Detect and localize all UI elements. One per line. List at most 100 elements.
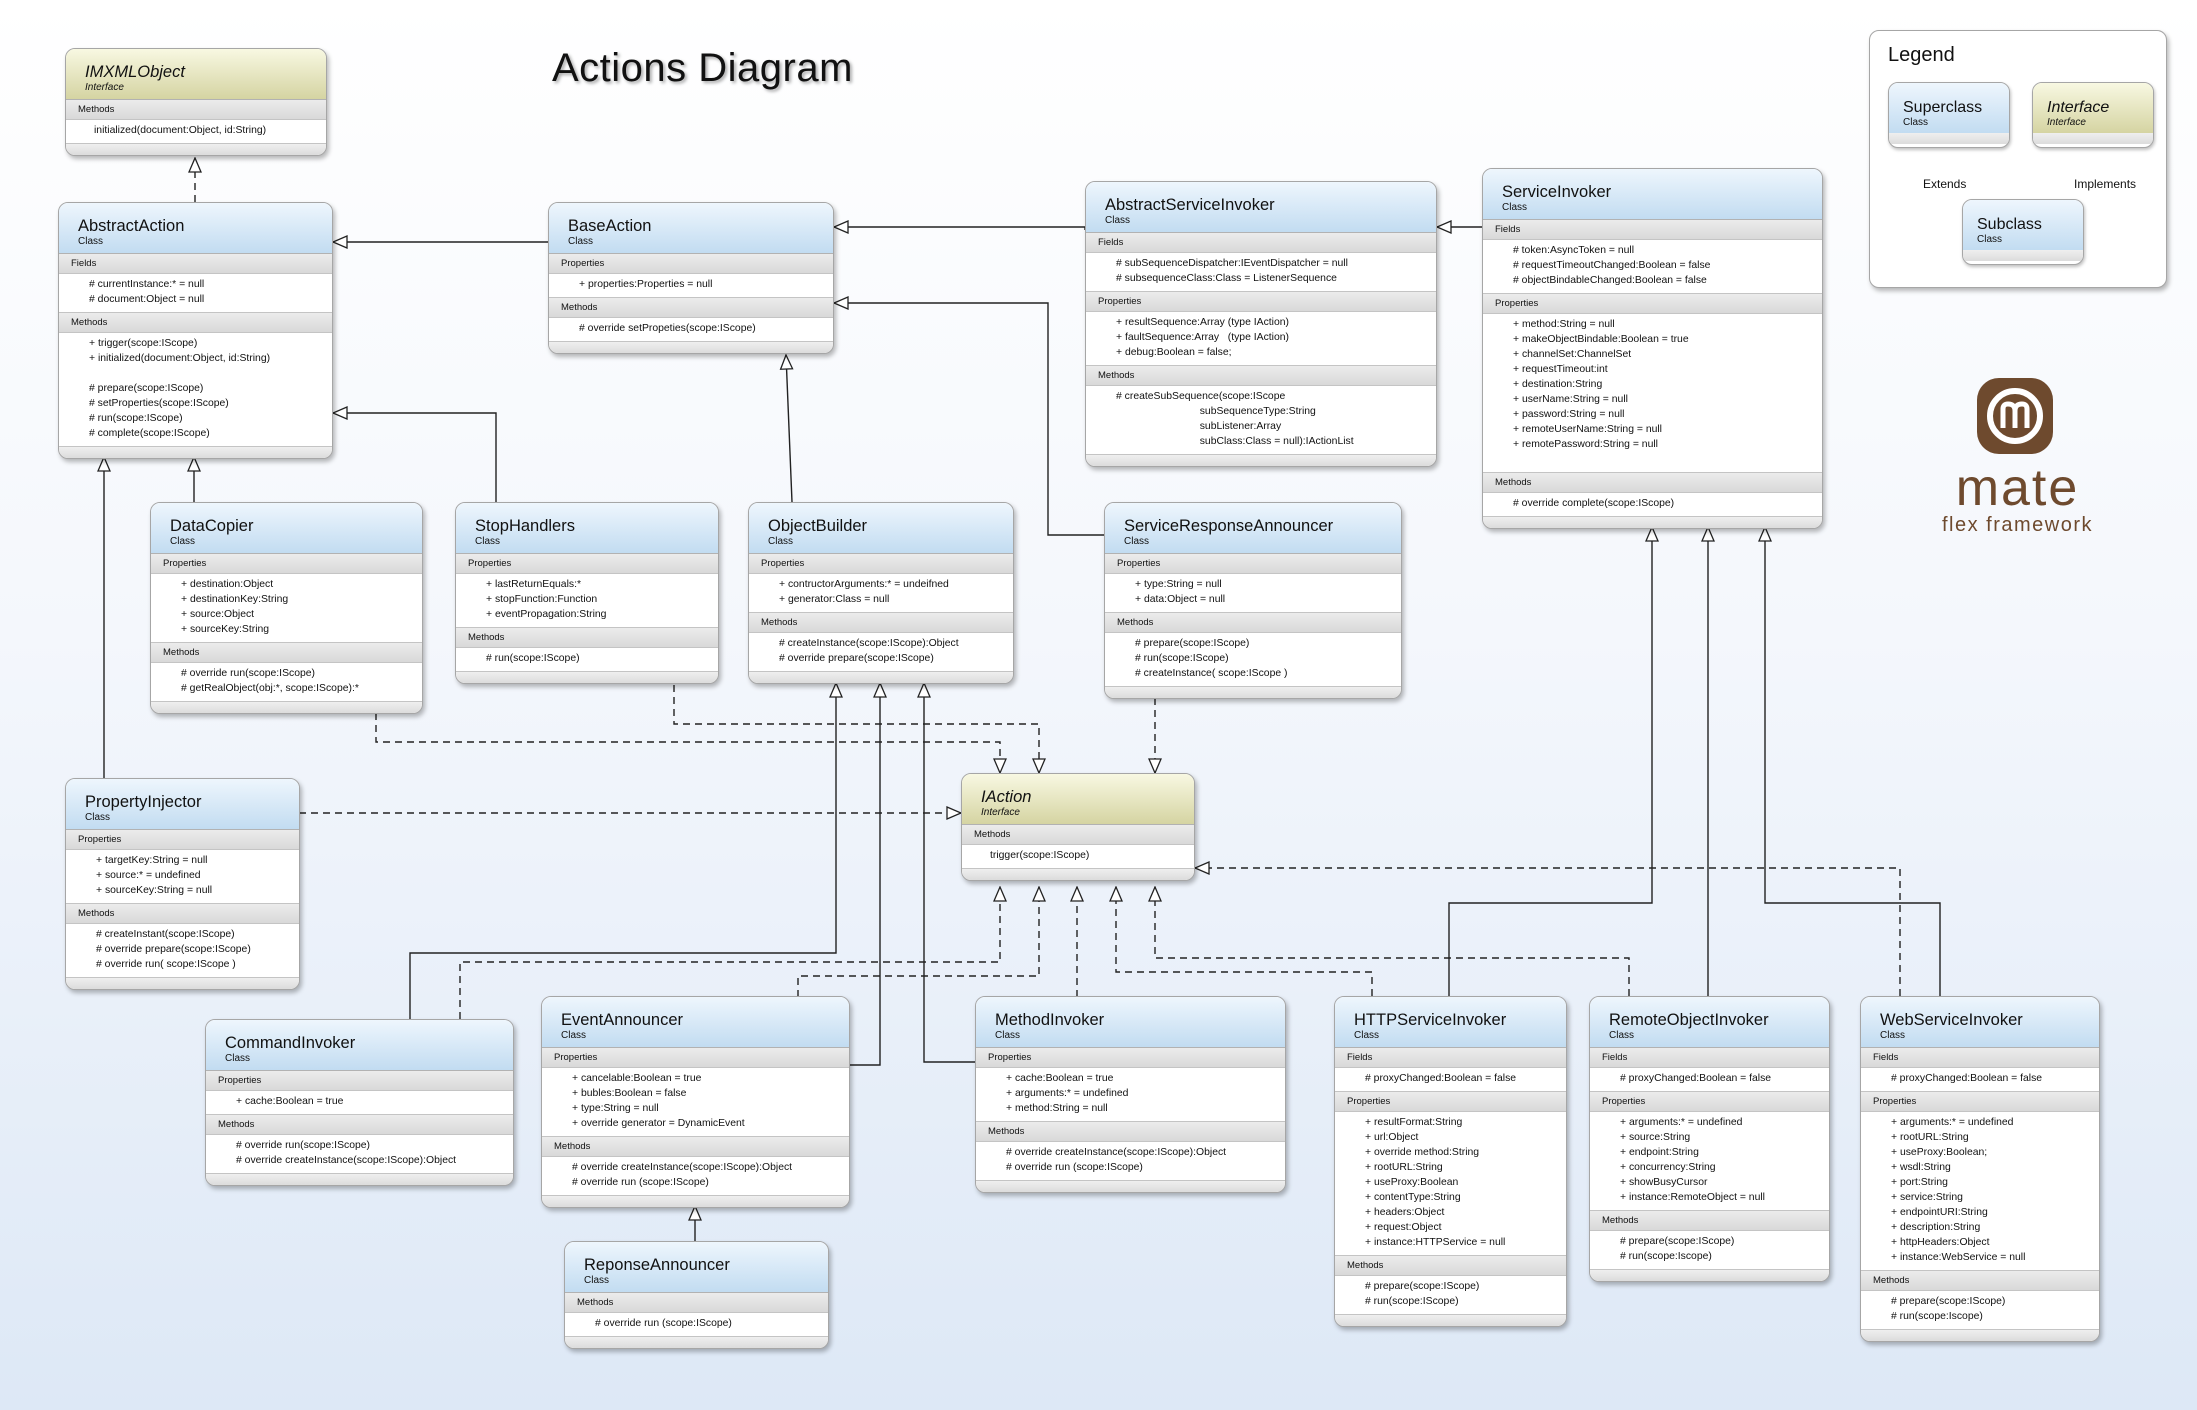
section-label: Methods — [542, 1137, 849, 1157]
section-label: Methods — [1086, 366, 1436, 386]
member-line: + headers:Object — [1365, 1207, 1445, 1218]
member-line: # override run(scope:IScope) — [181, 668, 315, 679]
member-line: + targetKey:String = null — [96, 855, 208, 866]
legend-subclass-header: Subclass Class — [1963, 200, 2083, 250]
member-list: # subSequenceDispatcher:IEventDispatcher… — [1086, 253, 1436, 292]
section-label: Fields — [1335, 1048, 1566, 1068]
member-line — [59, 366, 332, 381]
member-line: + contentType:String — [1365, 1192, 1461, 1203]
member-list: + resultSequence:Array (type IAction)+ f… — [1086, 312, 1436, 366]
class-name: ObjectBuilder — [768, 517, 868, 535]
member-list: # prepare(scope:IScope)# run(scope:IScop… — [1105, 633, 1401, 687]
member-line: # getRealObject(obj:*, scope:IScope):* — [181, 683, 359, 694]
member-line: + userName:String = null — [1513, 394, 1628, 405]
member-line: # objectBindableChanged:Boolean = false — [1513, 275, 1707, 286]
section-label: Methods — [1105, 613, 1401, 633]
section-label: Methods — [1335, 1256, 1566, 1276]
section-label: Methods — [66, 100, 326, 120]
extends-arrow — [834, 227, 1086, 230]
mate-logo-icon — [1977, 378, 2053, 454]
legend-superclass-header: Superclass Class — [1889, 83, 2009, 133]
box-footer — [1861, 1330, 2099, 1341]
box-footer — [1483, 517, 1822, 528]
member-line: # createInstance( scope:IScope ) — [1135, 668, 1288, 679]
member-line: + makeObjectBindable:Boolean = true — [1513, 334, 1689, 345]
section-label: Methods — [151, 643, 422, 663]
class-stereotype: Class — [995, 1030, 1021, 1041]
member-list: # proxyChanged:Boolean = false — [1335, 1068, 1566, 1092]
member-list: + type:String = null+ data:Object = null — [1105, 574, 1401, 613]
legend-panel: Legend Superclass Class Interface Interf… — [1869, 30, 2167, 288]
section-label: Fields — [1483, 220, 1822, 240]
box-footer — [206, 1174, 513, 1185]
class-name: WebServiceInvoker — [1880, 1011, 2023, 1029]
member-line: + bubles:Boolean = false — [572, 1088, 687, 1099]
box-footer — [976, 1181, 1285, 1192]
class-stereotype: Class — [225, 1053, 251, 1064]
box-footer — [59, 447, 332, 458]
member-line: # createInstant(scope:IScope) — [96, 929, 235, 940]
box-footer — [456, 672, 718, 683]
class-stereotype: Class — [78, 236, 104, 247]
member-line: + requestTimeout:int — [1513, 364, 1608, 375]
member-line: + properties:Properties = null — [579, 279, 713, 290]
member-list: + arguments:* = undefined+ rootURL:Strin… — [1861, 1112, 2099, 1271]
member-line: # prepare(scope:IScope) — [1891, 1296, 2006, 1307]
member-line: subSequenceType:String — [1116, 406, 1316, 417]
member-line: + httpHeaders:Object — [1891, 1237, 1990, 1248]
member-list: + method:String = null + makeObjectBindab… — [1483, 314, 1822, 473]
box-footer — [1590, 1270, 1829, 1281]
member-line: # proxyChanged:Boolean = false — [1365, 1073, 1517, 1084]
legend-interface-box: Interface Interface — [2032, 82, 2154, 148]
member-line: + wsdl:String — [1891, 1162, 1951, 1173]
box-footer — [565, 1337, 828, 1348]
member-line: # prepare(scope:IScope) — [89, 383, 204, 394]
member-list: + lastReturnEquals:*+ stopFunction:Funct… — [456, 574, 718, 628]
member-line: initialized(document:Object, id:String) — [94, 125, 267, 136]
class-name: CommandInvoker — [225, 1034, 356, 1052]
member-line: + source:String — [1620, 1132, 1691, 1143]
section-label: Properties — [206, 1071, 513, 1091]
legend-superclass-box: Superclass Class — [1888, 82, 2010, 148]
member-line — [1483, 452, 1822, 467]
box-footer — [1086, 455, 1436, 466]
class-stereotype: Class — [1105, 215, 1131, 226]
member-line: # override run(scope:IScope) — [236, 1140, 370, 1151]
member-list: # prepare(scope:IScope)# run(scope:IScop… — [1335, 1276, 1566, 1315]
member-line: + destinationKey:String — [181, 594, 289, 605]
implements-arrow — [459, 887, 1000, 1019]
member-line: + override method:String — [1365, 1147, 1480, 1158]
class-name: ServiceInvoker — [1502, 183, 1612, 201]
member-line: # override run (scope:IScope) — [595, 1318, 732, 1329]
member-line: + method:String = null — [1513, 319, 1615, 330]
member-list: + resultFormat:String+ url:Object+ overr… — [1335, 1112, 1566, 1256]
member-line: + destination:Object — [181, 579, 274, 590]
extends-arrow — [786, 355, 792, 503]
implements-arrow — [375, 713, 1000, 773]
section-label: Properties — [1086, 292, 1436, 312]
